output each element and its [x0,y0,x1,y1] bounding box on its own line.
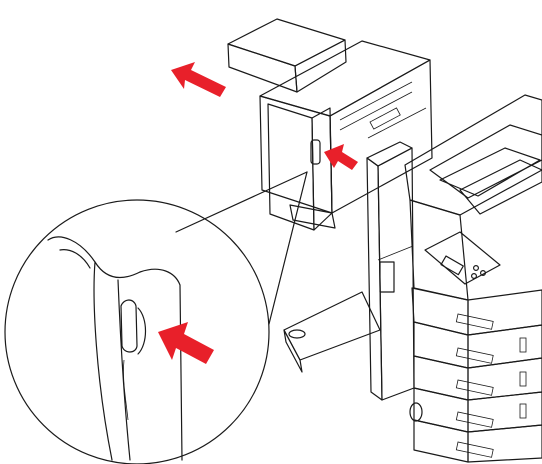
inward-arrow-icon [324,144,358,170]
left-arrow-icon [171,62,226,97]
zoom-arrow-icon [158,322,214,364]
zoom-callout [4,171,308,464]
printer [283,94,542,463]
finisher-unit [227,18,433,231]
